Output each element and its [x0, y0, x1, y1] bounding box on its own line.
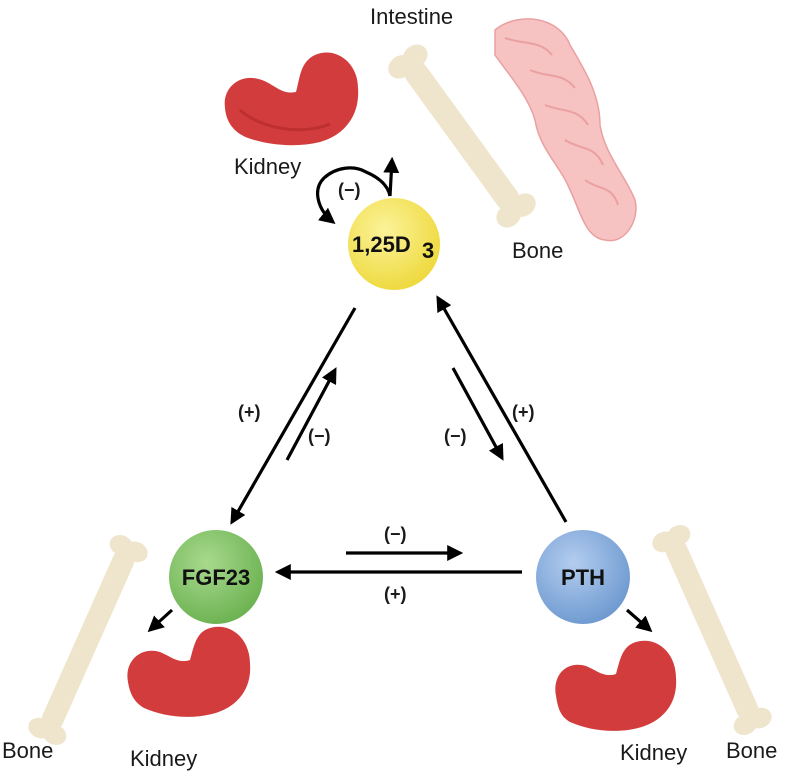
intestine-icon	[494, 18, 637, 242]
node-fgf23-label: FGF23	[182, 565, 250, 590]
bone-icon-left	[28, 535, 148, 745]
node-pth-label: PTH	[561, 565, 605, 590]
arrow-vitd-to-pth	[451, 367, 504, 461]
arrow-pth-to-organs	[625, 608, 653, 633]
label-intestine: Intestine	[370, 4, 453, 29]
sign-left-inner: (−)	[308, 426, 331, 446]
label-kidney-left: Kidney	[130, 746, 197, 771]
arrow-vitd-to-fgf23	[230, 307, 357, 525]
node-vitamin-d-subscript: 3	[422, 238, 434, 263]
node-vitamin-d-label: 1,25D	[352, 232, 411, 257]
node-pth: PTH	[536, 530, 630, 624]
sign-bottom-top: (−)	[384, 524, 407, 544]
arrow-fgf23-to-vitd	[285, 367, 337, 461]
sign-right-inner: (−)	[444, 426, 467, 446]
label-bone-right: Bone	[726, 738, 777, 763]
bone-icon-right	[652, 525, 772, 735]
label-kidney-top: Kidney	[234, 154, 301, 179]
kidney-icon-top	[224, 52, 359, 146]
node-fgf23: FGF23	[169, 530, 263, 624]
sign-right-outer: (+)	[512, 402, 535, 422]
vitd-upregulation-arrow	[383, 156, 400, 197]
kidney-icon-left	[127, 626, 251, 717]
sign-left-outer: (+)	[238, 402, 261, 422]
arrow-pth-to-vitd	[436, 295, 568, 523]
node-vitamin-d: 1,25D 3	[348, 198, 440, 290]
self-loop-arrow	[316, 166, 392, 225]
label-bone-left: Bone	[2, 738, 53, 763]
sign-self-loop: (−)	[338, 180, 361, 200]
arrow-fgf23-to-organs	[147, 608, 174, 633]
label-kidney-right: Kidney	[620, 740, 687, 765]
kidney-icon-right	[555, 640, 677, 731]
bone-icon-top	[388, 44, 536, 228]
label-bone-top: Bone	[512, 238, 563, 263]
sign-bottom-bottom: (+)	[384, 584, 407, 604]
